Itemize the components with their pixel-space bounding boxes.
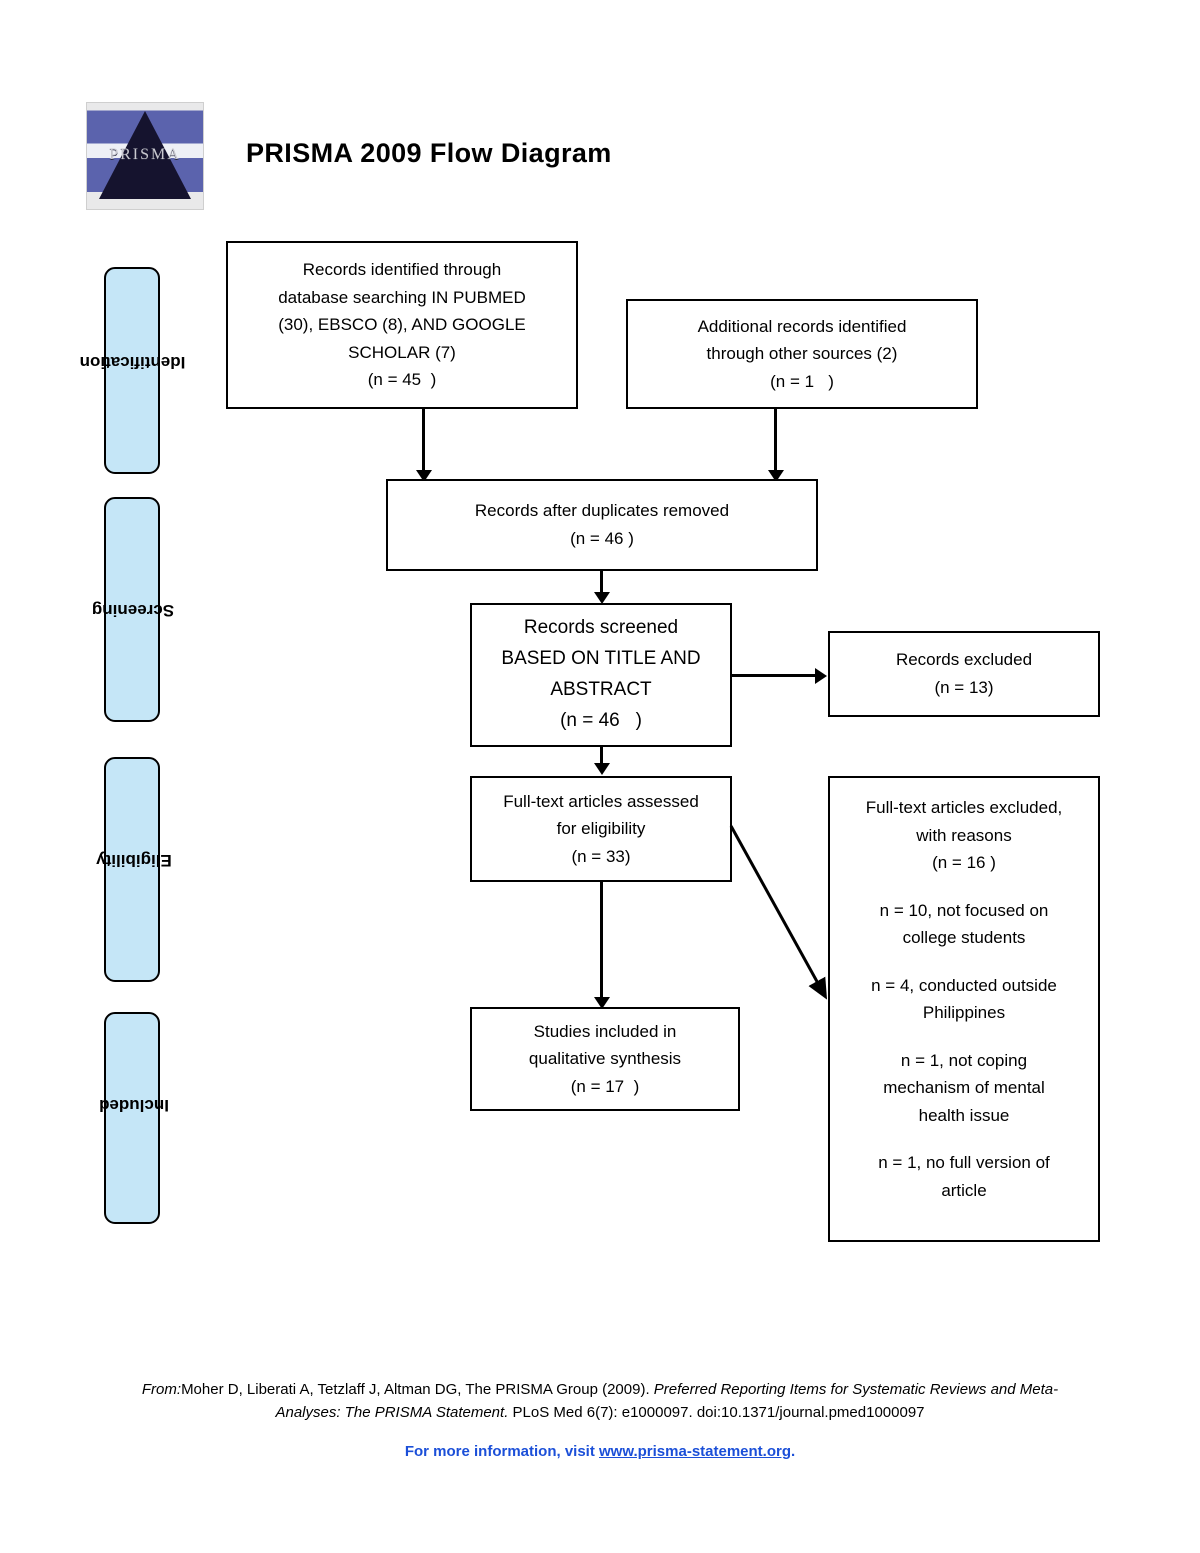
box-line: BASED ON TITLE AND <box>501 648 701 670</box>
arrow-fulltext-to-excluded <box>729 825 828 1000</box>
box-additional-records-other-sources: Additional records identified through ot… <box>626 299 978 409</box>
box-line: qualitative synthesis <box>528 1049 682 1069</box>
box-studies-included-qualitative: Studies included in qualitative synthesi… <box>470 1007 740 1111</box>
box-line: (30), EBSCO (8), AND GOOGLE <box>278 315 526 335</box>
box-line-count: (n = 33) <box>571 846 631 866</box>
arrow-other-to-duplicates <box>774 409 777 471</box>
arrow-db-to-duplicates <box>422 409 425 471</box>
box-line: Records after duplicates removed <box>474 501 730 521</box>
stage-label-screening: Screening <box>91 601 175 620</box>
page-title: PRISMA 2009 Flow Diagram <box>246 138 612 168</box>
box-line: Records excluded <box>895 650 1033 670</box>
stage-label-identification: Identification <box>79 353 186 372</box>
arrow-screened-to-fulltext <box>600 747 603 764</box>
logo-wordmark: PRISMA <box>109 146 181 164</box>
box-line: SCHOLAR (7) <box>348 342 456 362</box>
stage-pill-included <box>104 1012 160 1224</box>
box-line: Studies included in <box>533 1021 677 1041</box>
box-line-count: (n = 46 ) <box>560 709 642 731</box>
stage-pill-screening <box>104 497 160 722</box>
box-records-excluded: Records excluded (n = 13) <box>828 631 1100 717</box>
box-line-count: (n = 46 ) <box>570 529 634 548</box>
exclusion-reason: n = 1, not coping mechanism of mental he… <box>883 1047 1045 1130</box>
box-line: Records identified through <box>302 260 502 280</box>
reason-line: college students <box>902 928 1026 948</box>
box-line-count: (n = 13) <box>934 678 994 697</box>
box-line: for eligibility <box>556 819 646 839</box>
box-line: through other sources (2) <box>706 344 898 364</box>
exclusion-reason: n = 10, not focused on college students <box>880 897 1049 952</box>
box-records-after-duplicates-removed: Records after duplicates removed (n = 46… <box>386 479 818 571</box>
box-line: Additional records identified <box>697 316 907 336</box>
box-records-screened: Records screened BASED ON TITLE AND ABST… <box>470 603 732 747</box>
pyramid-icon <box>99 111 191 200</box>
stage-pill-identification <box>104 267 160 474</box>
box-line: with reasons <box>916 825 1012 845</box>
reason-line: n = 4, conducted outside <box>871 975 1057 995</box>
citation-journal: PLoS Med 6(7): e1000097. doi:10.1371/jou… <box>508 1404 925 1422</box>
citation-authors: Moher D, Liberati A, Tetzlaff J, Altman … <box>181 1381 654 1398</box>
reason-line: n = 10, not focused on <box>879 900 1049 920</box>
stage-label-included: Included <box>99 1096 169 1115</box>
stage-label-eligibility: Eligibility <box>96 851 172 870</box>
reason-line: n = 1, no full version of <box>878 1153 1050 1173</box>
box-records-identified-database: Records identified through database sear… <box>226 241 578 409</box>
exclusion-reason: n = 1, no full version of article <box>878 1149 1050 1204</box>
citation-from-label: From: <box>141 1381 182 1398</box>
reason-line: n = 1, not coping <box>900 1050 1028 1070</box>
exclusion-reason: n = 4, conducted outside Philippines <box>871 972 1057 1027</box>
more-info-suffix: . <box>791 1443 796 1460</box>
box-line-count: (n = 16 ) <box>932 853 996 873</box>
reason-line: article <box>941 1180 987 1200</box>
reason-line: Philippines <box>922 1003 1006 1023</box>
arrow-fulltext-to-included <box>600 882 603 998</box>
box-line: ABSTRACT <box>550 679 652 700</box>
box-line: Full-text articles assessed <box>503 791 699 811</box>
citation: From:Moher D, Liberati A, Tetzlaff J, Al… <box>110 1378 1090 1425</box>
more-info-prefix: For more information, visit <box>404 1443 600 1460</box>
citation-title: Preferred Reporting Items for Systematic… <box>275 1381 1059 1422</box>
box-line: database searching IN PUBMED <box>278 287 526 307</box>
prisma-logo: PRISMA <box>86 102 204 210</box>
box-fulltext-articles-excluded: Full-text articles excluded, with reason… <box>828 776 1100 1242</box>
box-fulltext-articles-assessed: Full-text articles assessed for eligibil… <box>470 776 732 882</box>
arrow-duplicates-to-screened <box>600 571 603 593</box>
box-line: Full-text articles excluded, <box>865 798 1063 817</box>
box-line-count: (n = 17 ) <box>570 1076 640 1096</box>
box-line: Records screened <box>523 617 679 639</box>
box-line-count: (n = 45 ) <box>367 370 437 390</box>
arrow-screened-to-excluded <box>732 674 816 677</box>
stage-pill-eligibility <box>104 757 160 982</box>
more-information-line: For more information, visit www.prisma-s… <box>110 1443 1090 1460</box>
reason-line: mechanism of mental <box>883 1078 1045 1098</box>
prisma-statement-link[interactable]: www.prisma-statement.org <box>599 1443 791 1460</box>
box-line-count: (n = 1 ) <box>770 371 834 391</box>
reason-line: health issue <box>918 1105 1010 1125</box>
